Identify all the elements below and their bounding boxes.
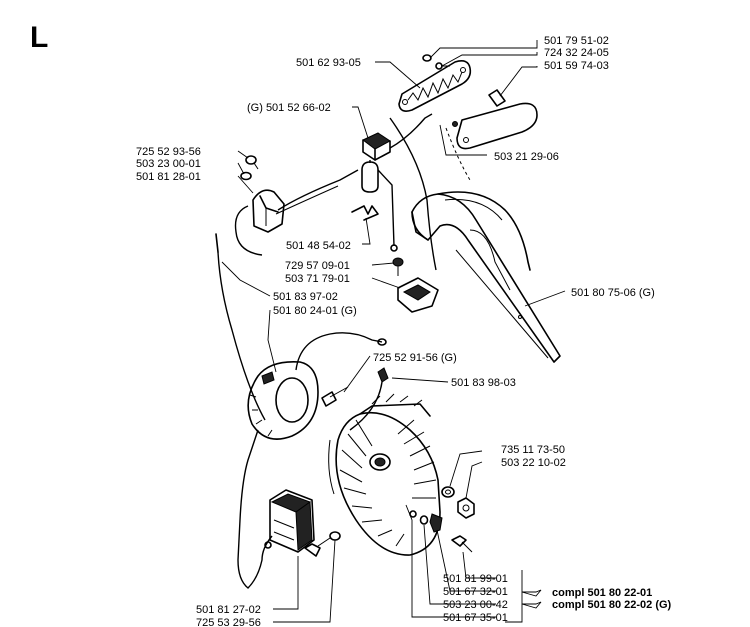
section-letter: L: [30, 21, 48, 54]
stator-wire-illustration: [295, 332, 387, 371]
label-725-52-91-56: 725 52 91-56 (G): [373, 352, 457, 364]
switch-button-illustration: [392, 257, 439, 313]
label-501-81-27-02: 501 81 27-02: [196, 604, 261, 616]
label-735-11-73-50: 735 11 73-50: [501, 444, 565, 456]
label-725-52-93-56: 725 52 93-56: [136, 146, 201, 158]
spring-illustration: [351, 205, 379, 221]
cover-plate-zigzag-illustration: [398, 60, 472, 112]
screw-washer-illustration: [240, 155, 259, 181]
handle-bar-illustration: [411, 191, 561, 363]
label-501-81-99-01: 501 81 99-01: [443, 573, 508, 585]
label-501-83-97-02: 501 83 97-02: [273, 291, 338, 303]
label-501-52-66-02: (G) 501 52 66-02: [247, 102, 331, 114]
ignition-coil-illustration: [237, 429, 321, 589]
label-501-67-32-01: 501 67 32-01: [443, 586, 508, 598]
label-503-23-00-42: 503 23 00-42: [443, 599, 508, 611]
label-501-83-98-03: 501 83 98-03: [451, 377, 516, 389]
roller-pin-illustration: [488, 89, 506, 107]
leader-lines: [221, 40, 566, 623]
label-725-53-29-56: 725 53 29-56: [196, 617, 261, 627]
label-729-57-09-01: 729 57 09-01: [285, 260, 350, 272]
ignition-wire-illustration: [215, 117, 437, 421]
alignment-dashes: [445, 127, 471, 181]
label-501-59-74-03: 501 59 74-03: [544, 60, 609, 72]
terminal-wire-illustration: [349, 367, 389, 431]
nut-washer-illustration: [441, 486, 475, 519]
label-503-21-29-06: 503 21 29-06: [494, 151, 559, 163]
label-503-23-00-01: 503 23 00-01: [136, 158, 201, 170]
stop-switch-illustration: [361, 113, 433, 252]
label-503-22-10-02: 503 22 10-02: [501, 457, 566, 469]
pawl-spring-illustration: [409, 510, 473, 553]
screw-stator-illustration: [321, 386, 349, 407]
label-501-48-54-02: 501 48 54-02: [286, 240, 351, 252]
coil-screw-illustration: [317, 531, 341, 547]
kit-label-compl-501-80-22-02: compl 501 80 22-02 (G): [552, 599, 672, 611]
label-501-79-51-02: 501 79 51-02: [544, 35, 609, 47]
stippled-cover-illustration: [452, 102, 538, 150]
label-501-81-28-01: 501 81 28-01: [136, 171, 201, 183]
label-501-80-75-06: 501 80 75-06 (G): [571, 287, 655, 299]
stator-plate-illustration: [247, 360, 319, 440]
ignition-module-illustration: [234, 169, 359, 256]
label-503-71-79-01: 503 71 79-01: [285, 273, 350, 285]
label-501-67-35-01: 501 67 35-01: [443, 612, 508, 624]
flywheel-illustration: [328, 393, 441, 556]
label-501-62-93-05: 501 62 93-05: [296, 57, 361, 69]
kit-label-compl-501-80-22-01: compl 501 80 22-01: [552, 587, 652, 599]
label-501-80-24-01: 501 80 24-01 (G): [273, 305, 357, 317]
label-724-32-24-05: 724 32 24-05: [544, 47, 609, 59]
part-labels: 501 79 51-02 724 32 24-05 501 59 74-03 5…: [136, 35, 672, 627]
